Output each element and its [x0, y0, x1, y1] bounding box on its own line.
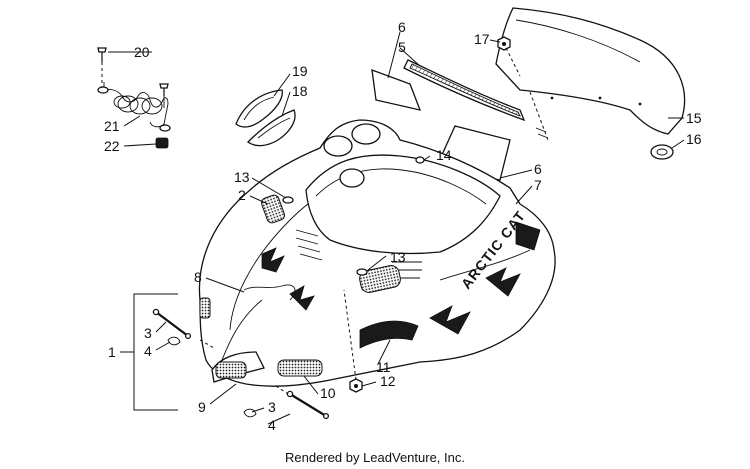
nut-17: [497, 36, 511, 51]
callout-16: 16: [686, 131, 702, 147]
hinge-dash-lower: [275, 385, 289, 395]
callout-2: 2: [238, 187, 246, 203]
fastener-14: [415, 156, 425, 164]
tether-coil: [113, 95, 163, 115]
windshield: [495, 7, 686, 135]
callout-19: 19: [292, 63, 308, 79]
callout-9: 9: [198, 399, 206, 415]
callout-22: 22: [104, 138, 120, 154]
callout-3-lower: 3: [268, 399, 276, 415]
callout-6-right: 6: [534, 161, 542, 177]
callout-14: 14: [436, 147, 452, 163]
hinge-dash-upper: [199, 339, 215, 349]
fastener-13-upper: [282, 196, 294, 204]
callout-labels: 1 2 3 3 4 4 5 6 6 7 8 9 10 11 12 13 13 1…: [104, 19, 702, 433]
window-panel-upper: [371, 69, 422, 111]
callout-21: 21: [104, 118, 120, 134]
callout-10: 10: [320, 385, 336, 401]
washer-left: [97, 86, 109, 94]
nut-12: [349, 378, 363, 393]
windshield-clip: [535, 127, 549, 139]
callout-6-upper: 6: [398, 19, 406, 35]
callout-5: 5: [398, 39, 406, 55]
mesh-grille-nose: [215, 361, 247, 379]
mesh-grille-left: [199, 297, 211, 319]
grommet-16: [650, 144, 674, 160]
cotter-pin-upper: [167, 336, 181, 346]
mesh-grille-side: [359, 265, 401, 293]
callout-13-upper: 13: [234, 169, 250, 185]
callout-13-lower: 13: [390, 249, 406, 265]
mesh-grille-upper: [261, 194, 285, 224]
hinge-pin-upper: [152, 308, 192, 340]
fastener-13-lower: [356, 268, 368, 276]
hinge-pin-lower: [286, 390, 330, 420]
callout-15: 15: [686, 110, 702, 126]
bezel-19: [235, 89, 283, 128]
footer-credit: Rendered by LeadVenture, Inc.: [285, 450, 465, 465]
bezel-18: [247, 109, 296, 147]
tether-clip-22: [155, 137, 169, 149]
callout-4-lower: 4: [268, 417, 276, 433]
callout-1: 1: [108, 344, 116, 360]
mesh-grille-lower: [277, 359, 323, 377]
callout-18: 18: [292, 83, 308, 99]
callout-20: 20: [134, 44, 150, 60]
washer-right: [159, 124, 171, 132]
windshield-mount-line: [529, 91, 549, 141]
callout-7: 7: [534, 177, 542, 193]
trim-strip: [403, 59, 526, 122]
screw-20-right: [159, 83, 169, 96]
nut-17-dash: [505, 47, 521, 77]
callout-12: 12: [380, 373, 396, 389]
decal-left: [243, 247, 315, 311]
callout-17: 17: [474, 31, 490, 47]
callout-3-upper: 3: [144, 325, 152, 341]
callout-11: 11: [376, 359, 391, 375]
decal-right: [359, 221, 541, 349]
callout-8: 8: [194, 269, 202, 285]
callout-4-upper: 4: [144, 343, 152, 359]
screw-20-left: [97, 47, 107, 62]
leader-lines: [108, 31, 685, 425]
cotter-pin-lower: [243, 408, 257, 418]
